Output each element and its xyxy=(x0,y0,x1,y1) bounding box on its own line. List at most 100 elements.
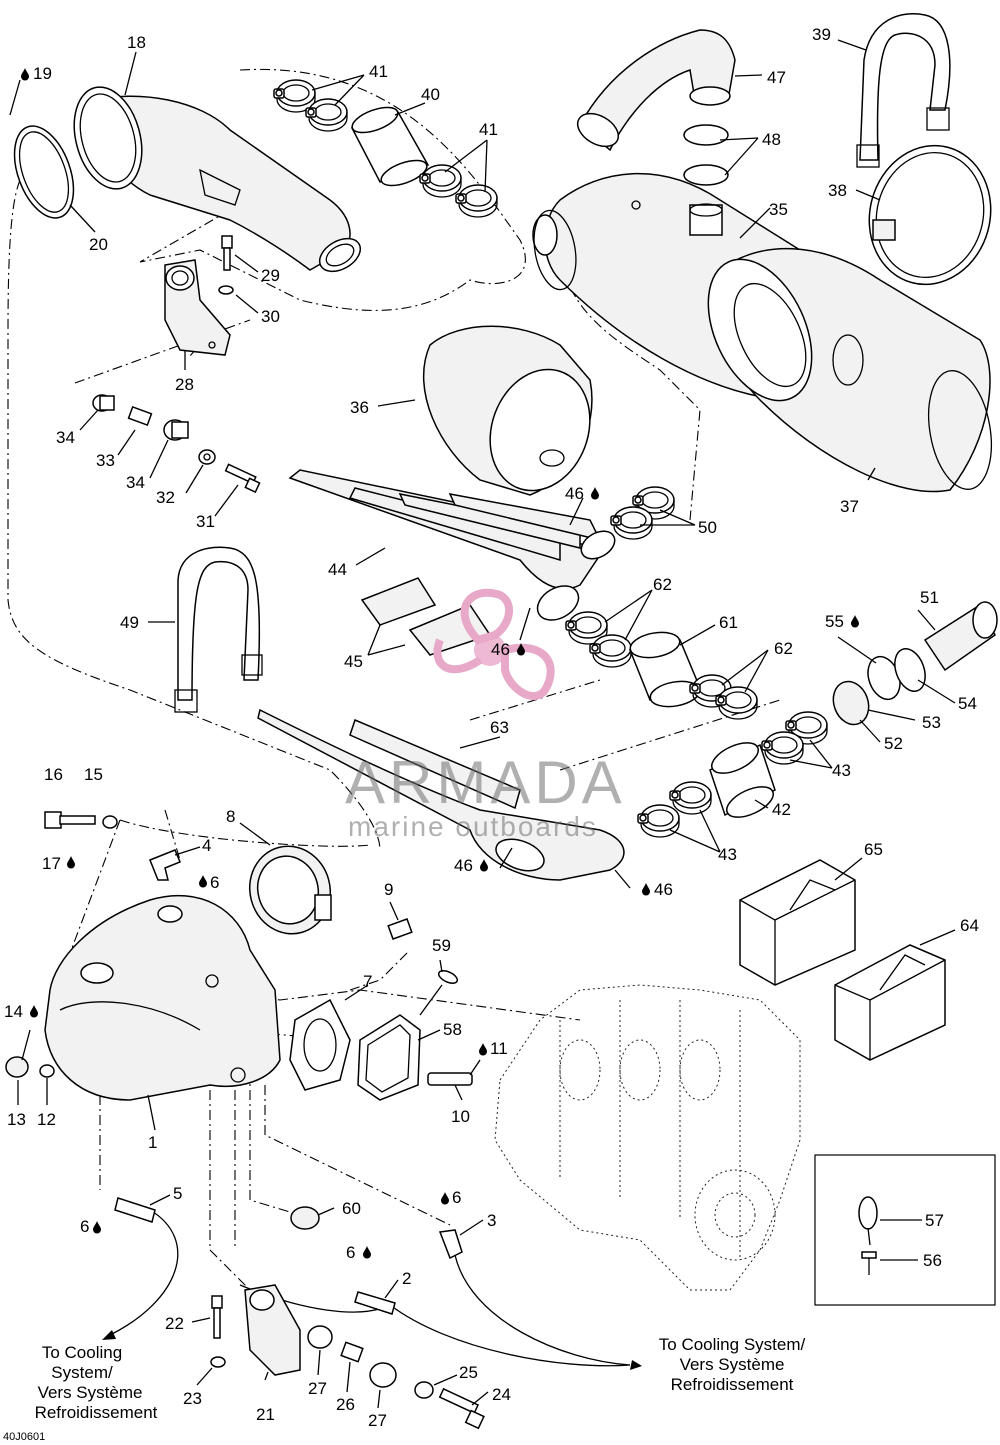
elbow-4 xyxy=(149,849,181,881)
cable-tie-57 xyxy=(858,1196,878,1246)
drop-icon xyxy=(30,1005,38,1018)
drop-icon xyxy=(363,1246,371,1259)
callout-12: 12 xyxy=(37,1110,56,1129)
drop-icon xyxy=(21,68,29,81)
callout-8: 8 xyxy=(226,807,235,826)
clamp-41a xyxy=(273,79,348,132)
fitting-51 xyxy=(923,601,998,672)
callout-56: 56 xyxy=(923,1251,942,1270)
muffler-body-37 xyxy=(707,247,992,493)
spacer-27a xyxy=(307,1325,333,1349)
clamp-48 xyxy=(683,124,729,236)
callout-10: 10 xyxy=(451,1107,470,1126)
callout-2: 2 xyxy=(402,1269,411,1288)
screw-16 xyxy=(44,811,96,829)
callout-41-a: 41 xyxy=(369,62,388,81)
spacer-34b xyxy=(163,419,189,441)
assembly-lines xyxy=(7,68,781,1291)
stud-10 xyxy=(427,1072,473,1086)
ring-54 xyxy=(894,648,926,692)
callout-13: 13 xyxy=(7,1110,26,1129)
callout-44: 44 xyxy=(328,560,347,579)
hose-40 xyxy=(350,106,430,187)
callout-41-b: 41 xyxy=(479,120,498,139)
fitting-3 xyxy=(438,1229,463,1260)
block-64 xyxy=(834,944,946,1061)
callout-17: 17 xyxy=(42,854,61,873)
callout-51: 51 xyxy=(920,588,939,607)
callout-3: 3 xyxy=(487,1211,496,1230)
screw-29 xyxy=(221,235,233,271)
clamp-43a xyxy=(761,711,828,765)
tie-59 xyxy=(437,970,459,984)
cooling-note-right: To Cooling System/ Vers Système Refroidi… xyxy=(659,1335,806,1394)
callout-46-d: 46 xyxy=(654,880,673,899)
washer-25 xyxy=(414,1381,434,1399)
callout-46-b: 46 xyxy=(491,640,510,659)
cooling-note-right-line-2: Vers Système xyxy=(680,1355,785,1374)
callout-43-a: 43 xyxy=(832,761,851,780)
callout-5: 5 xyxy=(173,1184,182,1203)
spacer-27b xyxy=(369,1362,397,1388)
sleeve-26 xyxy=(340,1341,364,1363)
gasket-58 xyxy=(357,1014,421,1101)
callout-22: 22 xyxy=(165,1314,184,1333)
callout-30: 30 xyxy=(261,307,280,326)
cooling-note-left-line-2: System/ xyxy=(51,1363,113,1382)
cover-36 xyxy=(422,325,593,496)
callout-25: 25 xyxy=(459,1363,478,1382)
drop-icon xyxy=(93,1221,101,1234)
bolt-31 xyxy=(224,463,261,494)
callout-15: 15 xyxy=(84,765,103,784)
callout-7: 7 xyxy=(363,972,372,991)
drop-icon xyxy=(480,859,488,872)
exhaust-adapter-18 xyxy=(73,86,362,273)
drop-icon xyxy=(441,1192,449,1205)
callout-40: 40 xyxy=(421,85,440,104)
strap-49 xyxy=(174,546,263,713)
callout-19: 19 xyxy=(33,64,52,83)
armada-watermark: ARMADA marine outboards xyxy=(345,588,622,842)
callout-9: 9 xyxy=(384,880,393,899)
screw-22 xyxy=(211,1295,223,1339)
cooling-hose-lines xyxy=(102,1209,642,1370)
callout-52: 52 xyxy=(884,734,903,753)
bolt-24 xyxy=(438,1387,485,1430)
callout-47: 47 xyxy=(767,68,786,87)
washer-23 xyxy=(210,1356,226,1368)
callout-48: 48 xyxy=(762,130,781,149)
callout-6-b: 6 xyxy=(80,1217,89,1236)
drop-icon xyxy=(591,487,599,500)
tuned-pipe-44 xyxy=(288,469,616,621)
washer-30 xyxy=(218,285,234,295)
gasket-7 xyxy=(289,998,351,1091)
washer-32 xyxy=(198,449,216,465)
bracket-21 xyxy=(244,1284,301,1376)
callout-38: 38 xyxy=(828,181,847,200)
drop-icon xyxy=(642,883,650,896)
callout-63: 63 xyxy=(490,718,509,737)
watermark-tagline: marine outboards xyxy=(348,811,598,842)
drop-icon xyxy=(199,875,207,888)
clamp-62a xyxy=(565,611,632,668)
callout-50: 50 xyxy=(698,518,717,537)
hose-42 xyxy=(709,742,776,818)
pads-45 xyxy=(360,577,492,656)
callout-labels: 1 2 3 4 5 6 6 6 6 7 8 9 10 11 12 13 14 1… xyxy=(4,25,979,1430)
callout-62-b: 62 xyxy=(774,639,793,658)
callout-11: 11 xyxy=(490,1039,508,1058)
callout-34-b: 34 xyxy=(126,473,145,492)
outlet-pipe-47 xyxy=(576,29,736,152)
callout-65: 65 xyxy=(864,840,883,859)
callout-27-b: 27 xyxy=(368,1411,387,1430)
hardware-inset-box xyxy=(814,1154,996,1306)
strap-38 xyxy=(868,144,992,286)
fitting-2 xyxy=(354,1291,396,1315)
cooling-note-left-line-3: Vers Système xyxy=(38,1383,143,1402)
engine-outline xyxy=(494,984,801,1291)
callout-60: 60 xyxy=(342,1199,361,1218)
callout-58: 58 xyxy=(443,1020,462,1039)
cooling-note-left: To Cooling System/ Vers Système Refroidi… xyxy=(35,1343,158,1422)
callout-1: 1 xyxy=(148,1133,157,1152)
